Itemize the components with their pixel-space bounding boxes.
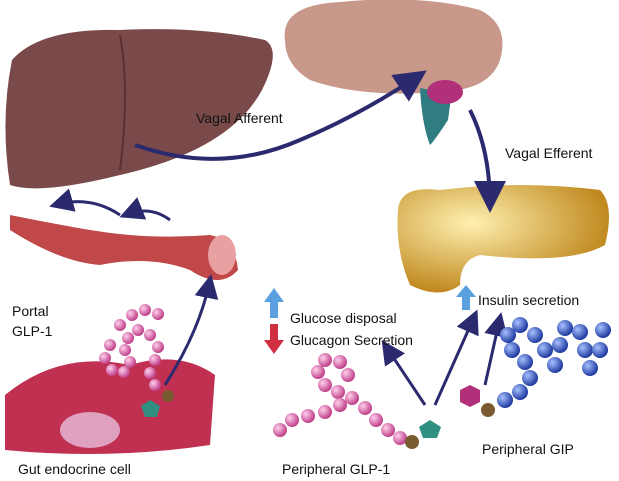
insulin-secretion-label: Insulin secretion	[478, 292, 580, 308]
portal-glp1-label: GLP-1	[12, 323, 53, 339]
down-arrow-icon	[264, 324, 284, 354]
vagal-efferent-label: Vagal Efferent	[505, 145, 593, 161]
gut-endocrine-cell	[5, 359, 215, 454]
glucose-disposal-label: Glucose disposal	[290, 310, 397, 326]
gut-endocrine-cell-label: Gut endocrine cell	[18, 461, 131, 477]
peripheral-glp1-beads	[273, 353, 407, 445]
vagal-afferent-label: Vagal Afferent	[196, 110, 283, 126]
portal-label: Portal	[12, 303, 49, 319]
portal-glp1-beads	[99, 304, 164, 391]
vagal-efferent-arrow	[468, 109, 506, 213]
vagal-afferent-arrow	[134, 70, 427, 161]
glucagon-secretion-label: Glucagon Secretion	[290, 332, 413, 348]
peripheral-glp1-label: Peripheral GLP-1	[282, 461, 391, 477]
peripheral-gip-beads	[497, 317, 611, 408]
portal-vein	[10, 215, 238, 280]
pancreas	[397, 185, 609, 293]
peripheral-gip-label: Peripheral GIP	[482, 441, 574, 457]
brain	[284, 0, 503, 94]
gip-hexagon-icon	[460, 385, 480, 407]
liver	[5, 29, 273, 189]
dpp4-pentagon-icon	[141, 400, 160, 417]
insulin-up-arrow-icon	[456, 285, 476, 310]
up-arrow-icon	[264, 288, 284, 318]
